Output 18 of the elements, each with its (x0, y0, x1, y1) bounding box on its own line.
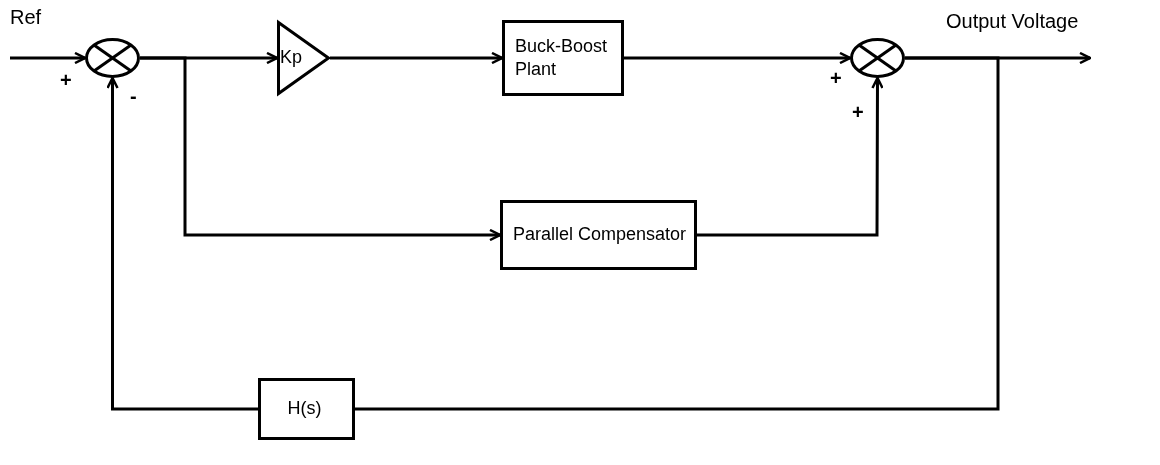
arrow (106, 76, 258, 411)
edge-label: Output Voltage (944, 10, 1081, 33)
block-label: Kp (280, 46, 304, 70)
sign-label: - (130, 86, 137, 106)
block-box (502, 20, 624, 96)
block-label: Parallel Compensator (513, 223, 688, 247)
sign-label: + (830, 68, 842, 88)
sign-label: + (852, 102, 864, 122)
block-box (500, 200, 697, 270)
arrow (624, 51, 852, 65)
block-label: Buck-Boost Plant (515, 34, 609, 81)
arrow (330, 51, 504, 65)
block-label: H(s) (287, 397, 323, 421)
sign-label: + (60, 70, 72, 90)
block-box (258, 378, 355, 440)
arrow (10, 51, 87, 65)
arrow (140, 56, 502, 242)
arrow (697, 76, 884, 237)
